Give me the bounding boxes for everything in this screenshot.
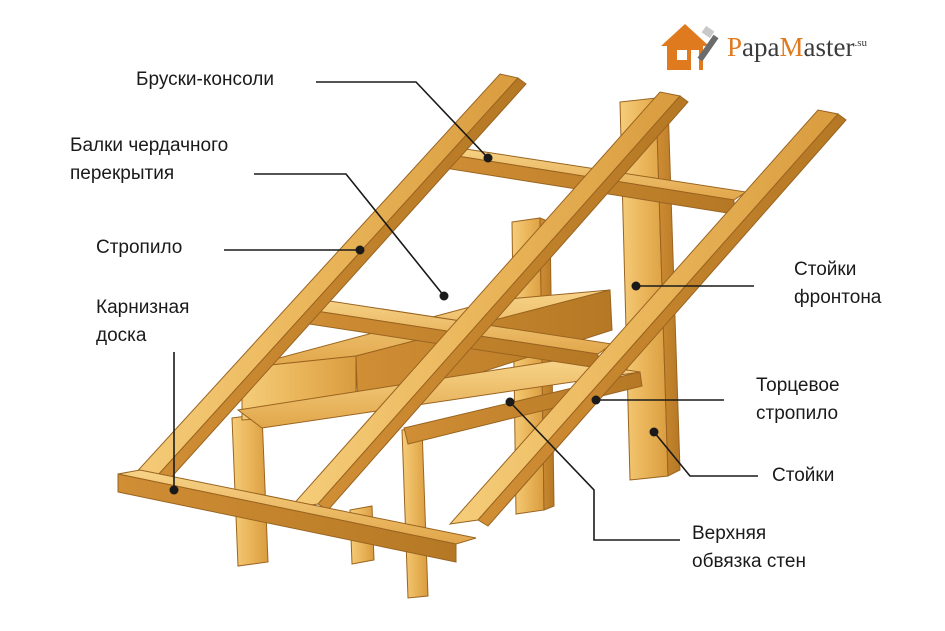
label-stoyki-frontona-line2: фронтона bbox=[794, 287, 882, 308]
dot-balki bbox=[439, 291, 449, 301]
label-verkhnyaya-obvyazka: Верхняя обвязка стен bbox=[692, 520, 806, 576]
label-stoyki-frontona: Стойки фронтона bbox=[794, 256, 881, 312]
label-stoyki-frontona-line1: Стойки bbox=[794, 259, 857, 280]
label-karniz-line2: доска bbox=[96, 325, 147, 346]
label-tortsevoe-line2: стропило bbox=[756, 403, 839, 424]
label-stropilo: Стропило bbox=[96, 237, 183, 258]
leader-stoyki bbox=[653, 431, 758, 477]
label-balki-line1: Балки чердачного bbox=[70, 135, 229, 156]
label-balki-perekrytiya: Балки чердачного перекрытия bbox=[70, 132, 228, 188]
house-brush-icon bbox=[661, 24, 719, 70]
label-balki-line2: перекрытия bbox=[70, 163, 175, 184]
leader-dots bbox=[169, 153, 659, 495]
dot-stropilo bbox=[355, 245, 365, 255]
dot-stoyki bbox=[649, 427, 659, 437]
leader-bruski bbox=[316, 81, 489, 159]
label-verkhnyaya-line2: обвязка стен bbox=[692, 551, 806, 572]
label-stoyki: Стойки bbox=[772, 465, 835, 486]
dot-bruski bbox=[483, 153, 493, 163]
leader-balki bbox=[254, 173, 445, 297]
leader-verkhnyaya bbox=[509, 401, 680, 541]
leader-lines bbox=[173, 81, 758, 541]
dot-verkhnyaya bbox=[505, 397, 515, 407]
label-verkhnyaya-line1: Верхняя bbox=[692, 523, 767, 544]
wall-post-middle bbox=[401, 427, 429, 599]
papamaster-logo[interactable]: PapaMaster.su bbox=[655, 18, 905, 78]
label-karniznaya-doska: Карнизная доска bbox=[96, 294, 189, 350]
label-karniz-line1: Карнизная bbox=[96, 297, 190, 318]
eaves-board bbox=[117, 469, 477, 563]
end-rafter bbox=[448, 109, 847, 527]
label-tortsevoe-line1: Торцевое bbox=[756, 375, 840, 396]
logo-wordmark: PapaMaster.su bbox=[727, 32, 868, 62]
label-bruski-konsoli: Бруски-консоли bbox=[136, 69, 275, 90]
dot-stoyki-frontona bbox=[631, 281, 641, 291]
label-tortsevoe-stropilo: Торцевое стропило bbox=[756, 372, 840, 428]
dot-karniz bbox=[169, 485, 179, 495]
dot-tortsevoe bbox=[591, 395, 601, 405]
